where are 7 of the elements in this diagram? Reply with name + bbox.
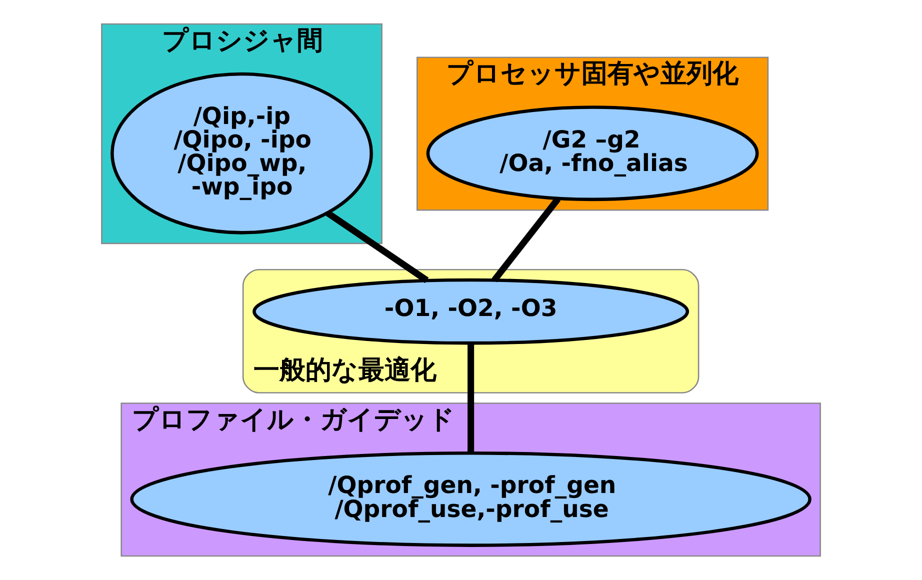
connector: [468, 343, 474, 453]
connector: [492, 196, 561, 282]
connector: [326, 210, 429, 284]
node-ellipse: /Qip,-ip /Qipo, -ipo /Qipo_wp, -wp_ipo: [110, 72, 373, 234]
node-ellipse: /G2 –g2 /Oa, -fno_alias: [426, 106, 759, 202]
node-ellipse: /Qprof_gen, -prof_gen /Qprof_use,-prof_use: [130, 452, 812, 547]
node-ellipse: -O1, -O2, -O3: [252, 278, 690, 345]
